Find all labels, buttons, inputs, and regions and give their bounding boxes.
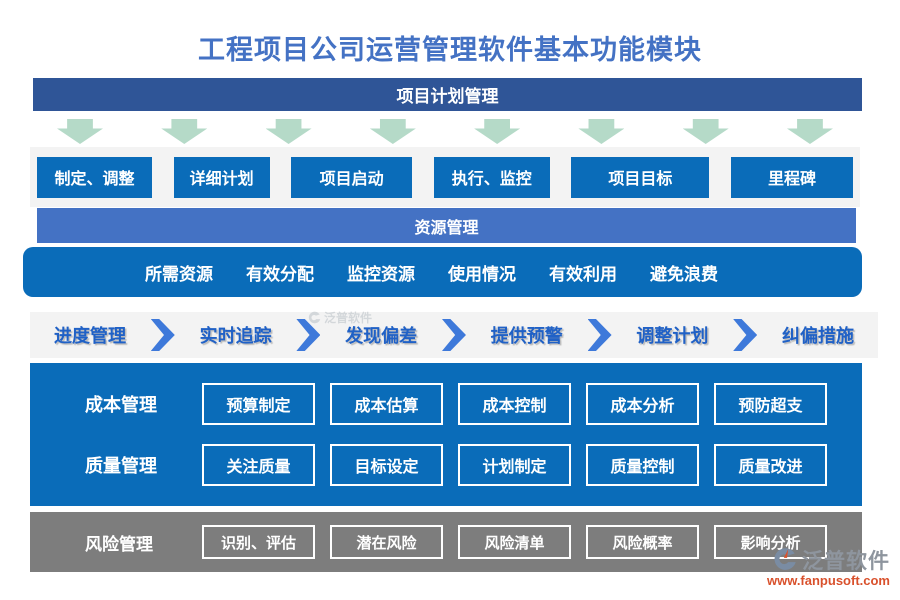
flow-step-adjust-plan: 调整计划 [636, 326, 709, 346]
cost-box-analysis: 成本分析 [586, 382, 699, 425]
chevron-right-icon [733, 319, 758, 351]
watermark-url: www.fanpusoft.com [766, 573, 890, 588]
risk-management-panel: 风险管理 识别、评估 潜在风险 风险清单 风险概率 影响分析 [30, 512, 862, 572]
risk-management-label: 风险管理 [85, 534, 153, 554]
flow-step-progress-mgmt: 进度管理 [54, 326, 126, 346]
watermark-brand: 泛普软件 [802, 550, 890, 573]
down-arrow-icon [265, 119, 312, 144]
resource-item: 避免浪费 [650, 264, 718, 284]
risk-box-identify-evaluate: 识别、评估 [202, 525, 315, 559]
down-arrow-row [30, 119, 860, 144]
page-title: 工程项目公司运营管理软件基本功能模块 [198, 35, 702, 65]
watermark: 泛普软件 www.fanpusoft.com [767, 545, 890, 588]
plan-button-project-goal: 项目目标 [571, 156, 710, 198]
quality-management-row: 质量管理 关注质量 目标设定 计划制定 质量控制 质量改进 [30, 444, 862, 487]
quality-box-improvement: 质量改进 [714, 444, 827, 487]
risk-box-potential-risk: 潜在风险 [330, 525, 443, 559]
risk-box-impact-analysis: 影响分析 [714, 525, 827, 559]
down-arrow-icon [682, 119, 729, 144]
cost-management-row: 成本管理 预算制定 成本估算 成本控制 成本分析 预防超支 [30, 382, 862, 425]
chevron-right-icon [587, 319, 612, 351]
chevron-right-icon [150, 319, 175, 351]
cost-box-estimation: 成本估算 [330, 382, 443, 425]
risk-box-risk-probability: 风险概率 [586, 525, 699, 559]
plan-button-formulate-adjust: 制定、调整 [37, 156, 152, 198]
flow-step-find-deviation: 发现偏差 [345, 326, 418, 346]
banner-project-plan-label: 项目计划管理 [396, 87, 499, 106]
resource-item: 使用情况 [448, 264, 516, 284]
fanpu-logo-icon [774, 548, 796, 570]
quality-box-goal-setting: 目标设定 [330, 444, 443, 487]
flow-step-realtime-tracking: 实时追踪 [199, 326, 272, 346]
down-arrow-icon [161, 119, 208, 144]
chevron-right-icon [441, 319, 466, 351]
risk-boxes: 识别、评估 潜在风险 风险清单 风险概率 影响分析 [202, 525, 827, 559]
plan-button-milestone: 里程碑 [730, 156, 853, 198]
down-arrow-icon [578, 119, 625, 144]
down-arrow-icon [786, 119, 833, 144]
progress-flow-strip: 泛普软件 进度管理 实时追踪 发现偏差 提供预警 调整计划 纠偏措施 [30, 311, 878, 358]
quality-boxes: 关注质量 目标设定 计划制定 质量控制 质量改进 [202, 444, 827, 487]
banner-resource-label: 资源管理 [414, 219, 479, 237]
flow-step-early-warning: 提供预警 [490, 326, 563, 346]
cost-box-control: 成本控制 [458, 382, 571, 425]
down-arrow-icon [369, 119, 416, 144]
cost-box-budgeting: 预算制定 [202, 382, 315, 425]
down-arrow-icon [57, 119, 103, 144]
quality-box-control: 质量控制 [586, 444, 699, 487]
cost-boxes: 预算制定 成本估算 成本控制 成本分析 预防超支 [202, 382, 827, 425]
risk-box-risk-list: 风险清单 [458, 525, 571, 559]
quality-management-label: 质量管理 [85, 456, 157, 477]
cost-management-label: 成本管理 [85, 394, 157, 415]
fanpu-logo-icon [308, 311, 321, 323]
resource-item: 有效分配 [246, 264, 314, 284]
resource-items-bar: 所需资源 有效分配 监控资源 使用情况 有效利用 避免浪费 [23, 247, 862, 297]
plan-button-project-start: 项目启动 [291, 156, 413, 198]
quality-box-planning: 计划制定 [458, 444, 571, 487]
plan-button-execute-monitor: 执行、监控 [433, 156, 550, 198]
flow-step-corrective-measures: 纠偏措施 [781, 326, 854, 346]
cost-box-prevent-overrun: 预防超支 [714, 382, 827, 425]
plan-buttons-strip: 制定、调整 详细计划 项目启动 执行、监控 项目目标 里程碑 [30, 147, 860, 207]
banner-resource-management: 资源管理 [37, 208, 856, 243]
down-arrow-icon [474, 119, 521, 144]
chevron-right-icon [296, 319, 321, 351]
banner-project-plan: 项目计划管理 [33, 78, 862, 111]
resource-item: 有效利用 [549, 264, 617, 284]
plan-button-detailed-plan: 详细计划 [173, 156, 270, 198]
resource-item: 所需资源 [145, 264, 213, 284]
cost-quality-panel: 成本管理 预算制定 成本估算 成本控制 成本分析 预防超支 质量管理 关注质量 … [30, 363, 862, 506]
watermark-brand-row: 泛普软件 [773, 545, 890, 575]
quality-box-focus: 关注质量 [202, 444, 315, 487]
resource-item: 监控资源 [347, 264, 415, 284]
